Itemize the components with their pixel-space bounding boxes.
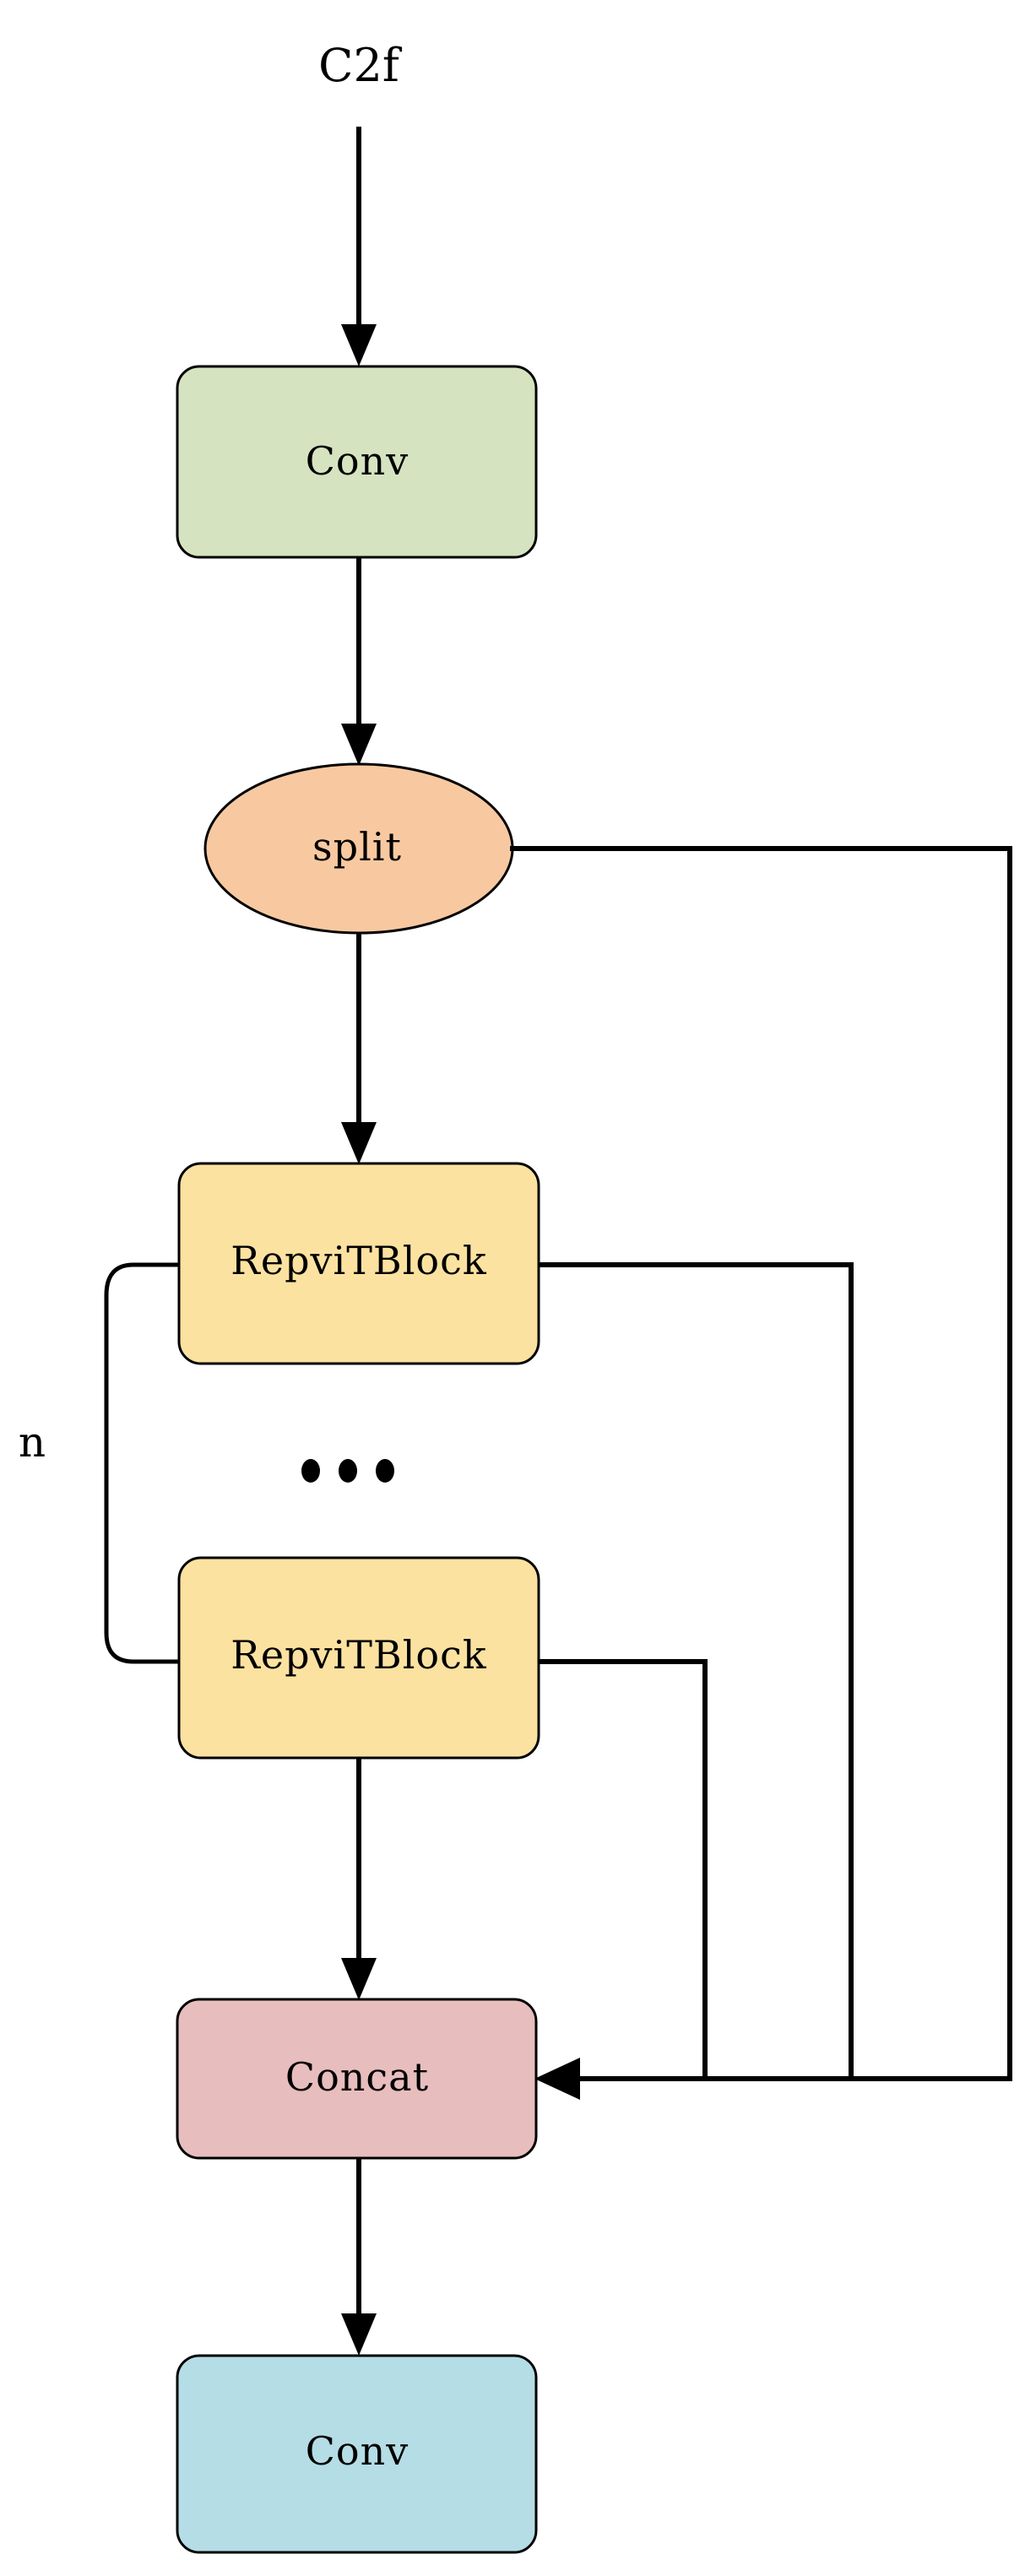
conv-bottom-shape[interactable] bbox=[176, 2354, 538, 2554]
node-conv-bottom[interactable]: Conv bbox=[176, 2354, 538, 2554]
edge-split-to-repvitblock-1 bbox=[341, 933, 377, 1164]
ellipsis-between-blocks bbox=[301, 1459, 394, 1483]
node-concat[interactable]: Concat bbox=[176, 1998, 538, 2160]
repvitblock-1-label: RepviTBlock bbox=[230, 1238, 487, 1283]
node-split[interactable]: split bbox=[203, 762, 514, 935]
split-label: split bbox=[312, 824, 402, 870]
edge-skip-merge-into-concat bbox=[534, 2058, 1012, 2100]
repvitblock-2-label: RepviTBlock bbox=[230, 1632, 487, 1678]
concat-label: Concat bbox=[285, 2054, 429, 2100]
edge-repvitblock-2-to-concat bbox=[341, 1758, 377, 2000]
edge-conv-to-split bbox=[341, 557, 377, 766]
diagram-title: C2f bbox=[318, 39, 403, 92]
conv-top-label: Conv bbox=[306, 438, 409, 484]
edge-loop-back bbox=[104, 1262, 179, 1664]
edge-repvitblock-2-skip-to-concat bbox=[539, 1659, 708, 2079]
node-conv-top[interactable]: Conv bbox=[176, 365, 538, 559]
edge-concat-to-conv-bottom bbox=[341, 2158, 377, 2356]
edge-repvitblock-1-skip-to-concat bbox=[539, 1262, 854, 2079]
edge-split-skip-to-concat bbox=[510, 846, 1012, 2079]
node-repvitblock-2[interactable]: RepviTBlock bbox=[177, 1556, 540, 1760]
node-repvitblock-1[interactable]: RepviTBlock bbox=[177, 1162, 540, 1365]
edge-title-to-conv bbox=[341, 127, 377, 366]
loop-count-label: n bbox=[19, 1418, 46, 1467]
conv-bottom-label: Conv bbox=[306, 2428, 409, 2474]
